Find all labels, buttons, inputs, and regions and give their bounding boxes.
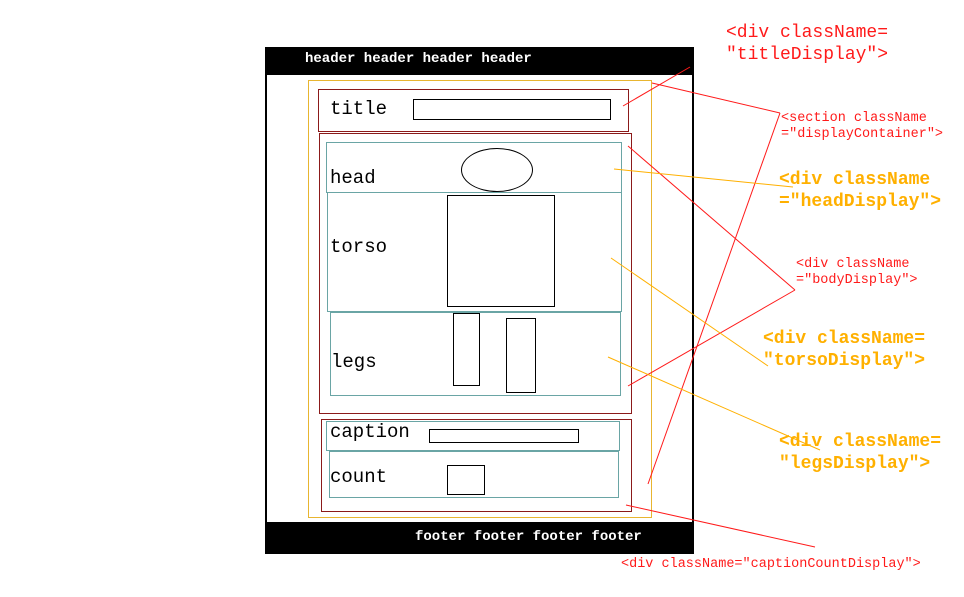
display-container-box xyxy=(308,80,652,518)
caption-box xyxy=(326,421,620,451)
head-oval-shape xyxy=(461,148,533,192)
count-label: count xyxy=(330,466,388,488)
torso-display-box xyxy=(327,192,622,312)
torso-rect-shape xyxy=(447,195,555,307)
header-text: header header header header xyxy=(305,51,532,67)
torso-connector-line xyxy=(610,257,769,367)
body-connector-bottom xyxy=(627,289,796,387)
footer-text: footer footer footer footer xyxy=(415,529,642,545)
count-box xyxy=(329,451,619,498)
legs-label: legs xyxy=(331,351,377,373)
title-display-annotation: <div className= "titleDisplay"> xyxy=(726,23,889,65)
count-value-placeholder xyxy=(447,465,485,495)
caption-label: caption xyxy=(330,421,410,443)
header-bar: header header header header xyxy=(265,47,694,75)
caption-count-display-box xyxy=(321,419,632,512)
title-label: title xyxy=(330,98,388,120)
title-connector-line xyxy=(622,66,691,107)
legs-display-annotation: <div className= "legsDisplay"> xyxy=(779,432,942,474)
head-label: head xyxy=(330,167,376,189)
left-leg-shape xyxy=(453,313,480,386)
torso-label: torso xyxy=(330,236,388,258)
caption-count-connector-line xyxy=(625,504,816,548)
torso-display-annotation: <div className= "torsoDisplay"> xyxy=(763,329,926,371)
legs-display-box xyxy=(330,312,621,396)
title-input-placeholder xyxy=(413,99,611,120)
title-display-box xyxy=(318,89,629,132)
container-connector-top xyxy=(651,82,781,114)
head-connector-line xyxy=(613,168,794,188)
body-display-box xyxy=(319,133,632,414)
right-leg-shape xyxy=(506,318,536,393)
legs-connector-line xyxy=(607,356,821,451)
caption-count-display-annotation: <div className="captionCountDisplay"> xyxy=(621,557,921,572)
body-display-annotation: <div className ="bodyDisplay"> xyxy=(796,257,918,289)
container-connector-bottom xyxy=(647,112,781,485)
display-container-annotation: <section className ="displayContainer"> xyxy=(781,111,944,143)
body-connector-top xyxy=(627,145,796,291)
caption-input-placeholder xyxy=(429,429,579,443)
footer-bar: footer footer footer footer xyxy=(265,522,694,554)
head-display-annotation: <div className ="headDisplay"> xyxy=(779,170,942,212)
